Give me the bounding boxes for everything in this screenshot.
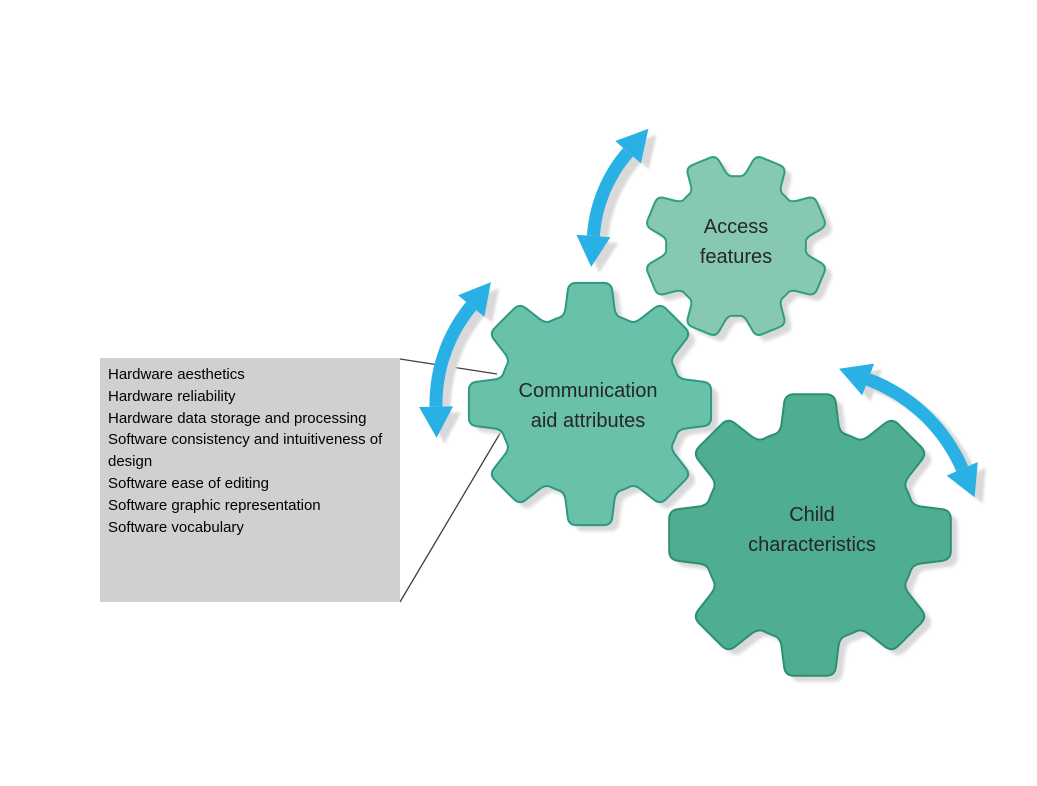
attribute-list-item: Software graphic representation [108,496,321,514]
attribute-list-item: Software consistency and intuitiveness o… [108,431,383,471]
attribute-list-item: Hardware reliability [108,387,236,405]
gear-access-features [646,156,832,341]
gear-child-characteristics [668,393,958,682]
attribute-list-item: Software ease of editing [108,474,269,492]
rotation-arrow-communication [419,282,499,444]
rotation-arrow-child [839,363,986,504]
gear-label-line: aid attributes [530,410,646,432]
rotation-arrow-access [576,128,657,273]
gear-communication-aid-attributes [467,281,719,532]
gear-label-line: Communication [518,380,658,402]
gear-label-access-features: Access features [700,212,772,272]
gear-label-line: characteristics [748,534,876,556]
attribute-list-item: Hardware data storage and processing [108,409,367,427]
gear-label-child-characteristics: Child characteristics [748,500,876,560]
gear-label-communication-aid-attributes: Communication aid attributes [519,376,658,436]
gear-label-line: features [699,246,773,268]
gear-label-line: Access [703,216,769,238]
gear-label-line: Child [789,504,835,526]
connector-line-bottom [399,429,503,603]
attribute-list-box: Hardware aesthetics Hardware reliability… [100,358,400,602]
attribute-list-item: Hardware aesthetics [108,366,245,383]
attribute-list-item: Software vocabulary [108,518,244,536]
